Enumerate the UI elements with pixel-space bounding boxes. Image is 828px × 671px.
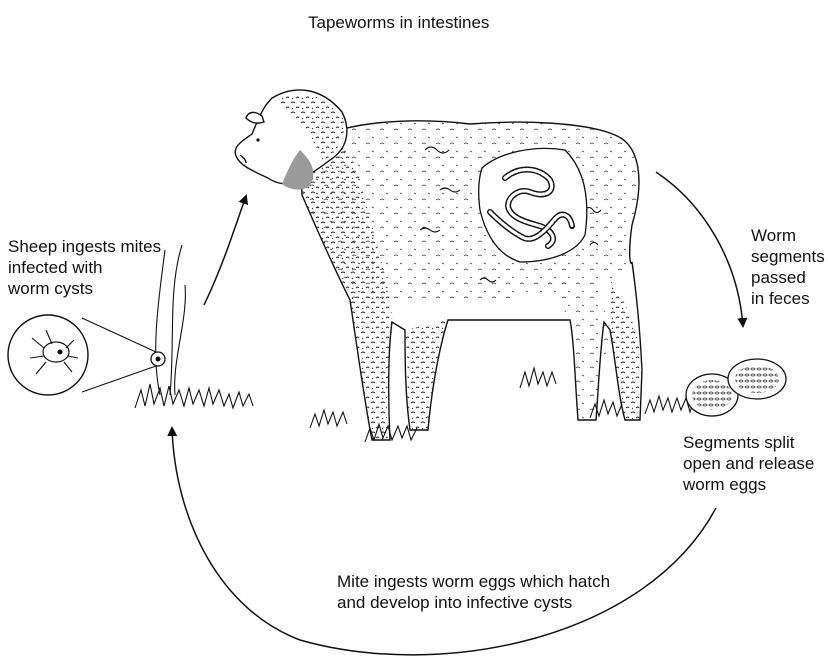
arrow-grass-to-sheep: [204, 196, 246, 305]
arrow-eggs-to-grass: [172, 428, 716, 655]
label-line: open and release: [683, 453, 814, 474]
arrow-sheep-to-feces: [656, 172, 743, 326]
label-line: worm cysts: [8, 278, 161, 299]
label-line: passed: [751, 267, 825, 288]
label-line: and develop into infective cysts: [337, 592, 610, 613]
label-worm-segments: Worm segments passed in feces: [751, 225, 825, 309]
label-mite-ingests: Mite ingests worm eggs which hatch and d…: [337, 571, 610, 613]
label-line: Worm: [751, 225, 825, 246]
label-line: Sheep ingests mites: [8, 236, 161, 257]
label-line: infected with: [8, 257, 161, 278]
label-line: Mite ingests worm eggs which hatch: [337, 571, 610, 592]
label-sheep-ingests: Sheep ingests mites infected with worm c…: [8, 236, 161, 299]
label-line: worm eggs: [683, 474, 814, 495]
label-tapeworms: Tapeworms in intestines: [308, 12, 489, 33]
label-segments-split: Segments split open and release worm egg…: [683, 432, 814, 495]
label-line: in feces: [751, 288, 825, 309]
worm-segments: [686, 359, 786, 416]
mite-magnifier: [8, 315, 165, 395]
intestine-cutaway: [479, 148, 587, 262]
label-line: segments: [751, 246, 825, 267]
label-line: Segments split: [683, 432, 814, 453]
sheep-illustration: [235, 90, 642, 440]
